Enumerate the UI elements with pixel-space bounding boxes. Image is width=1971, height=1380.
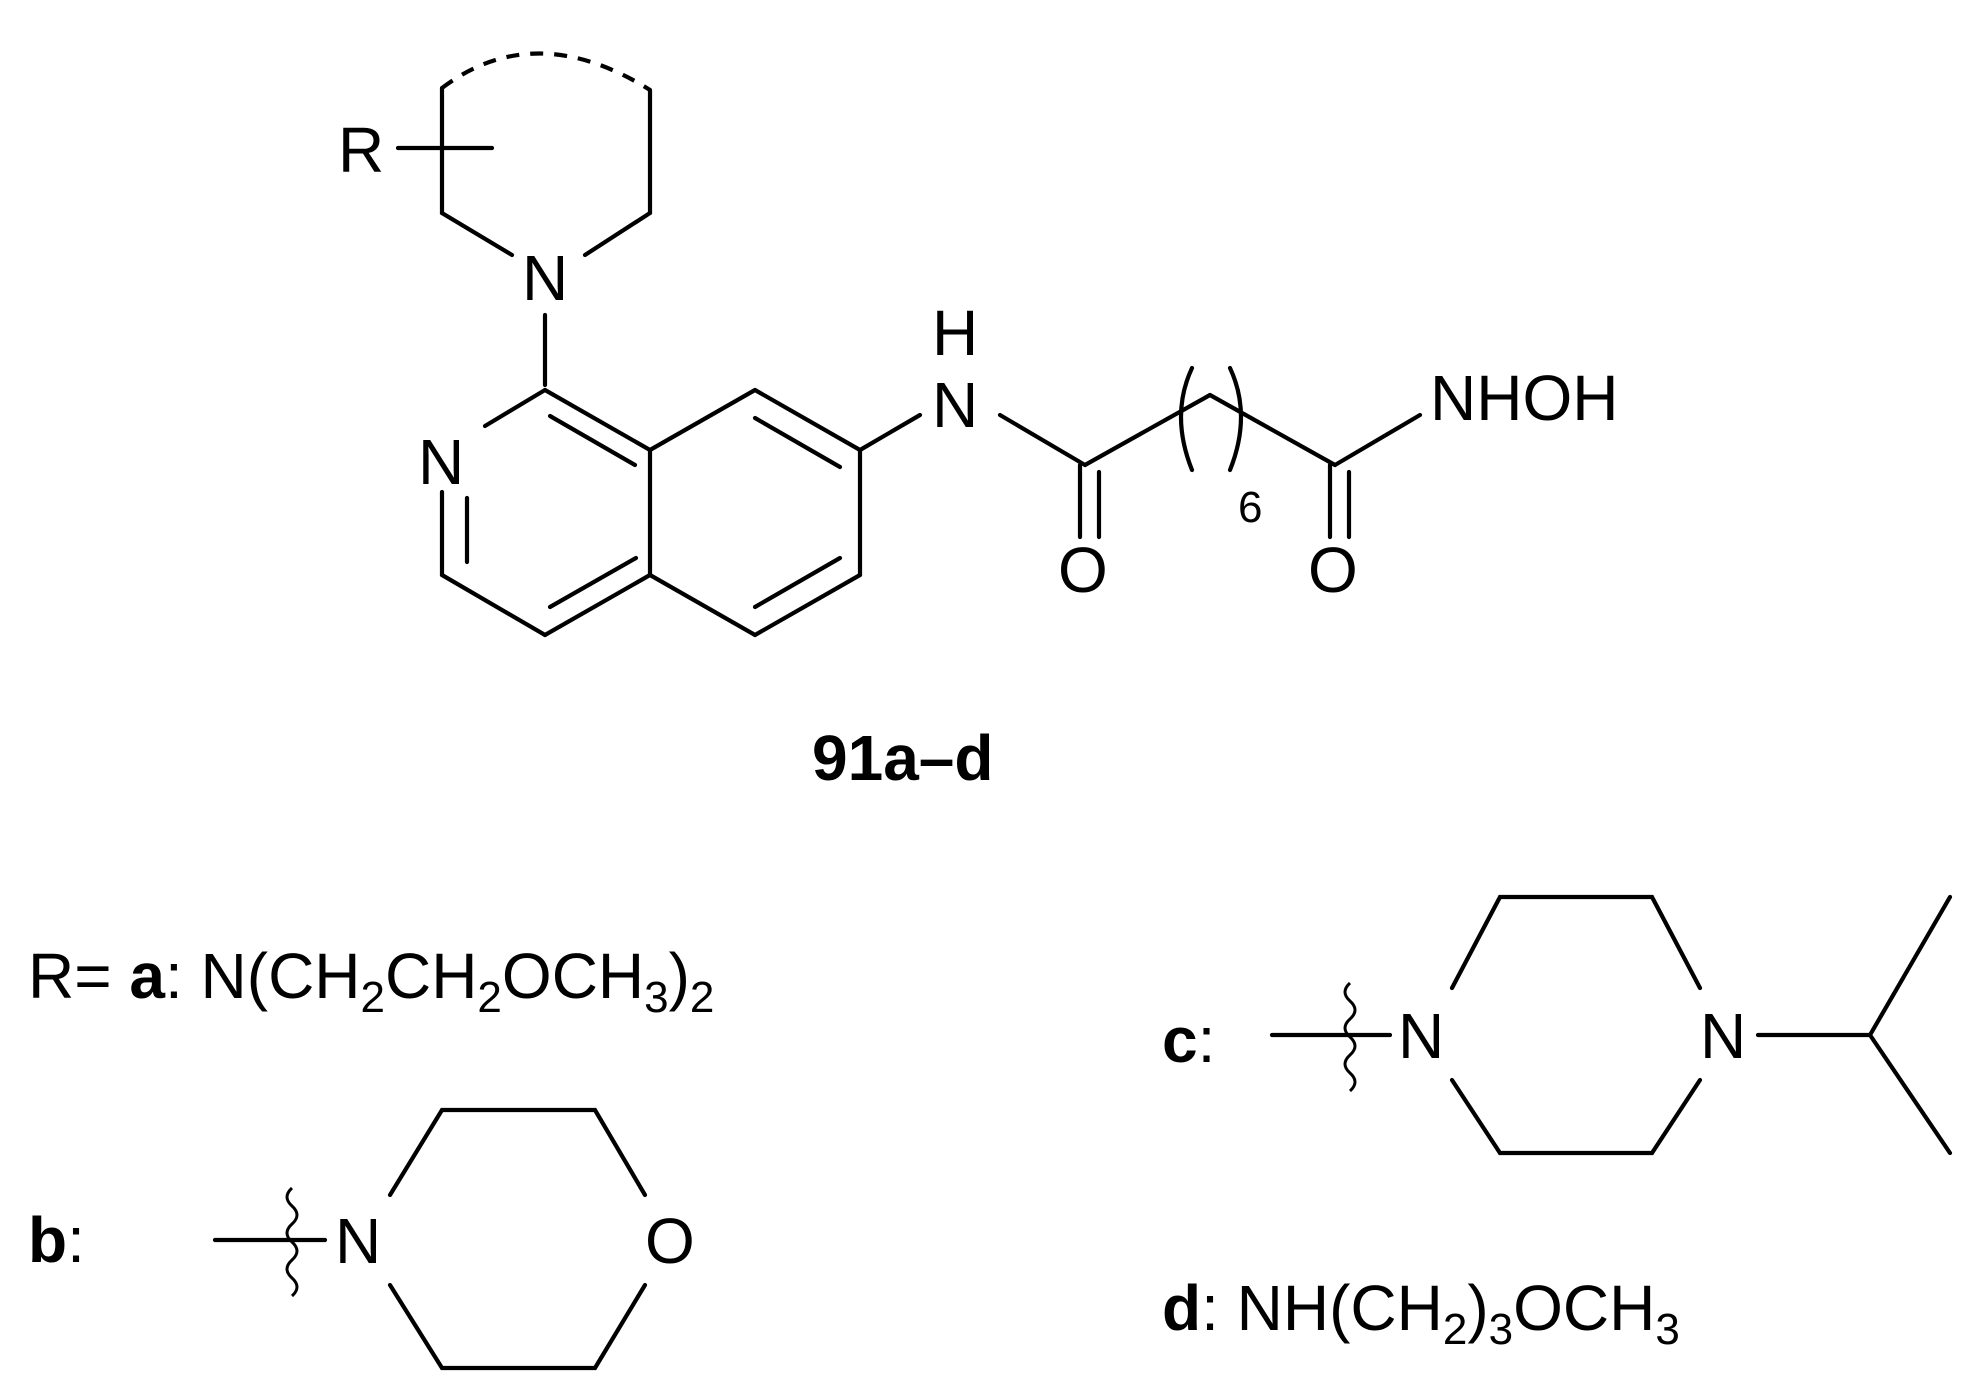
c-piperazine-ring-lower xyxy=(1449,1077,1703,1156)
repeat-count-label: 6 xyxy=(1238,483,1262,532)
substituent-a-colon: : xyxy=(165,940,183,1012)
substituent-a-key: a xyxy=(129,940,165,1012)
substituent-a-part4: ) xyxy=(669,940,690,1012)
c8a-c1-double xyxy=(547,413,638,468)
c1-n2-bond xyxy=(482,387,548,429)
substituent-a-sub2: 2 xyxy=(477,973,501,1022)
substituent-a-part2: CH xyxy=(385,940,477,1012)
carbonyl1-o-label: O xyxy=(1058,534,1108,606)
c-n1-atom: N xyxy=(1398,1000,1444,1072)
substituent-a-sub3: 3 xyxy=(644,973,668,1022)
ring-variable-arc xyxy=(440,51,652,92)
amide-n-label: N xyxy=(932,369,978,441)
hydroxamate-label: NHOH xyxy=(1430,362,1618,434)
ring-right-edge xyxy=(582,87,653,258)
c7-nh-bond xyxy=(857,412,923,453)
c3-c4-bond xyxy=(439,572,548,638)
c-piperazine-ring-upper xyxy=(1449,894,1703,991)
b-morpholine-ring-lower xyxy=(387,1282,648,1371)
main-atom-labels: R N N H N O 6 O NHOH 91a–d xyxy=(338,114,1618,794)
b-n-atom: N xyxy=(335,1205,381,1277)
repeat-close-paren xyxy=(1227,365,1244,473)
substituent-d-part2: ) xyxy=(1467,1272,1488,1344)
ring-left-edge xyxy=(439,85,515,258)
c-n2-atom: N xyxy=(1700,1000,1746,1072)
b-wavy-attachment-icon xyxy=(285,1186,299,1298)
carbonyl2-o-label: O xyxy=(1308,534,1358,606)
substituent-c: c: N N xyxy=(1162,894,1953,1156)
substituent-d-sub3: 3 xyxy=(1655,1305,1679,1354)
substituent-d-sub2: 3 xyxy=(1489,1305,1513,1354)
substituent-c-colon: : xyxy=(1198,1004,1216,1076)
c8a-c8-bond xyxy=(647,387,758,453)
c6-c5-bond xyxy=(752,572,863,638)
b-morpholine-ring xyxy=(387,1107,648,1198)
substituent-a-sub1: 2 xyxy=(361,973,385,1022)
c5-c4a-bond xyxy=(647,572,758,638)
main-structure xyxy=(395,51,1423,638)
substituent-a: R= a: N(CH2CH2OCH3)2 xyxy=(28,940,714,1022)
substituent-b-label: b: xyxy=(28,1204,85,1276)
substituent-d-part3: OCH xyxy=(1513,1272,1655,1344)
c4-c4a-double xyxy=(547,555,639,610)
repeat-open-paren xyxy=(1178,365,1195,473)
ch2-carbonyl2-bond xyxy=(1207,392,1338,468)
substituent-a-part1: N(CH xyxy=(201,940,361,1012)
substituent-d-colon: : xyxy=(1201,1272,1219,1344)
c8-c7-double xyxy=(752,415,843,470)
carbonyl2-nhoh-bond xyxy=(1332,412,1423,468)
c8-c7-bond xyxy=(752,387,863,453)
c-isopropyl-methyl-up xyxy=(1867,894,1953,1038)
pyridine-n-label: N xyxy=(418,426,464,498)
substituent-b-colon: : xyxy=(67,1204,85,1276)
substituent-b: b: N O xyxy=(28,1107,695,1371)
substituent-c-key: c xyxy=(1162,1004,1198,1076)
c8a-c1-bond xyxy=(542,387,653,453)
substituent-b-key: b xyxy=(28,1204,67,1276)
ring-n-label: N xyxy=(522,242,568,314)
substituent-d-part1: NH(CH xyxy=(1237,1272,1443,1344)
nh-carbonyl1-bond xyxy=(997,412,1088,468)
substituent-d-key: d xyxy=(1162,1272,1201,1344)
substituent-d: d: NH(CH2)3OCH3 xyxy=(1162,1272,1680,1354)
substituent-a-part3: OCH xyxy=(502,940,644,1012)
c6-c5-double xyxy=(752,555,843,610)
c4-c4a-bond xyxy=(542,572,653,638)
substituent-d-sub1: 2 xyxy=(1443,1305,1467,1354)
b-o-atom: O xyxy=(645,1205,695,1277)
amide-h-label: H xyxy=(932,297,978,369)
substituent-c-label: c: xyxy=(1162,1004,1215,1076)
carbonyl1-ch2-bond xyxy=(1082,392,1213,468)
compound-label: 91a–d xyxy=(812,722,993,794)
substituent-a-sub4: 2 xyxy=(690,973,714,1022)
c-wavy-attachment-icon xyxy=(1343,981,1357,1093)
c-isopropyl-methyl-down xyxy=(1867,1032,1953,1156)
r-equals-prefix: R= xyxy=(28,940,112,1012)
r-group-label: R xyxy=(338,114,384,186)
